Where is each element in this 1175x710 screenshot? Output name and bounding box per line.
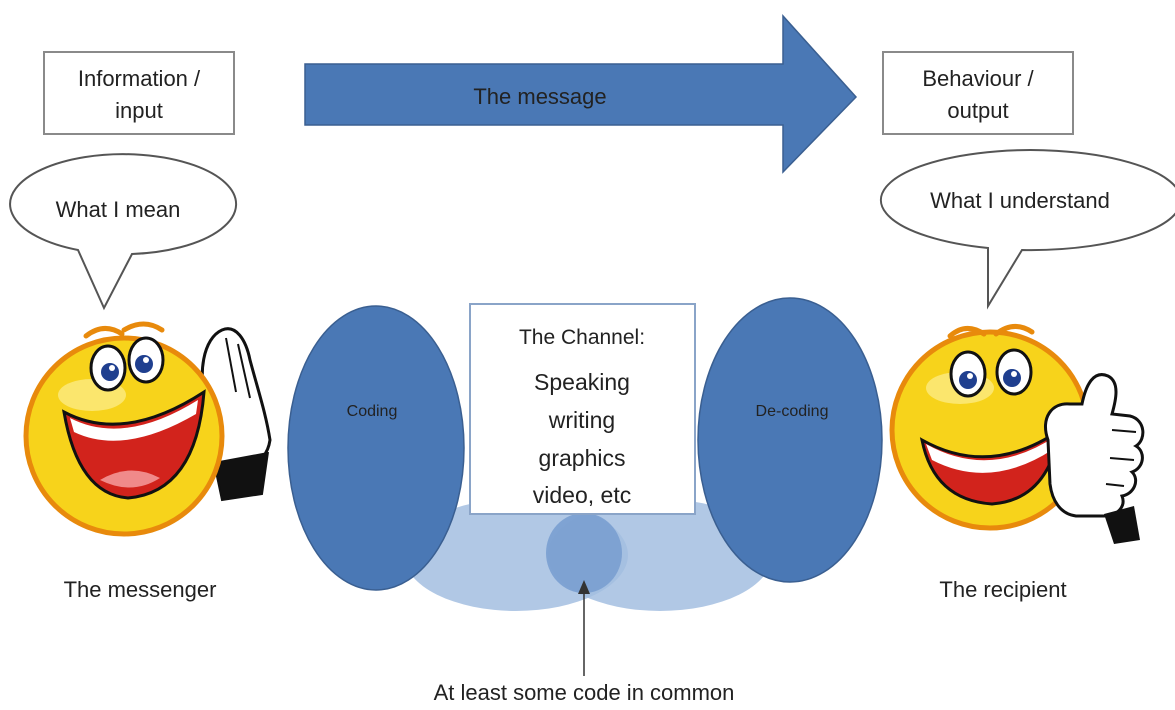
recipient-caption: The recipient bbox=[939, 577, 1066, 602]
channel-item-graphics: graphics bbox=[539, 445, 626, 471]
decoding-ellipse: De-coding bbox=[697, 297, 883, 583]
channel-box: The Channel: Speaking writing graphics v… bbox=[469, 303, 696, 515]
common-code-pointer: At least some code in common bbox=[434, 580, 735, 705]
speech-bubble-right-shape bbox=[879, 149, 1175, 310]
message-arrow-shape bbox=[304, 14, 858, 174]
channel-item-video: video, etc bbox=[533, 482, 631, 508]
input-box-line1: Information / bbox=[78, 66, 201, 91]
channel-item-speaking: Speaking bbox=[534, 369, 630, 395]
input-box: Information / input bbox=[43, 51, 235, 135]
speech-bubble-left-shape bbox=[9, 153, 238, 311]
message-arrow-label: The message bbox=[473, 84, 606, 109]
common-code-pointer-arrowhead bbox=[578, 580, 590, 594]
channel-box-frame bbox=[469, 303, 696, 515]
output-box-line2: output bbox=[947, 98, 1008, 123]
output-box: Behaviour / output bbox=[882, 51, 1074, 135]
message-arrow: The message bbox=[304, 14, 858, 174]
coding-label: Coding bbox=[347, 403, 398, 420]
coding-ellipse-shape bbox=[287, 305, 465, 591]
channel-title: The Channel: bbox=[519, 326, 645, 349]
channel-item-writing: writing bbox=[548, 407, 615, 433]
output-box-line1: Behaviour / bbox=[922, 66, 1034, 91]
common-code-label: At least some code in common bbox=[434, 680, 735, 705]
smiley-thumbs-up-icon bbox=[889, 324, 1145, 544]
messenger-caption: The messenger bbox=[64, 577, 217, 602]
speech-bubble-right: What I understand bbox=[879, 149, 1175, 310]
thumbs-up-hand-icon bbox=[1044, 373, 1145, 544]
smiley-waving-icon bbox=[23, 321, 272, 537]
decoding-ellipse-shape bbox=[697, 297, 883, 583]
speech-bubble-right-text: What I understand bbox=[930, 188, 1110, 213]
overlap-center bbox=[546, 513, 622, 593]
common-code-overlap bbox=[404, 499, 772, 611]
speech-bubble-left-text: What I mean bbox=[56, 197, 181, 222]
decoding-label: De-coding bbox=[756, 403, 829, 420]
speech-bubble-left: What I mean bbox=[9, 153, 238, 311]
input-box-line2: input bbox=[115, 98, 163, 123]
coding-ellipse: Coding bbox=[287, 305, 465, 591]
